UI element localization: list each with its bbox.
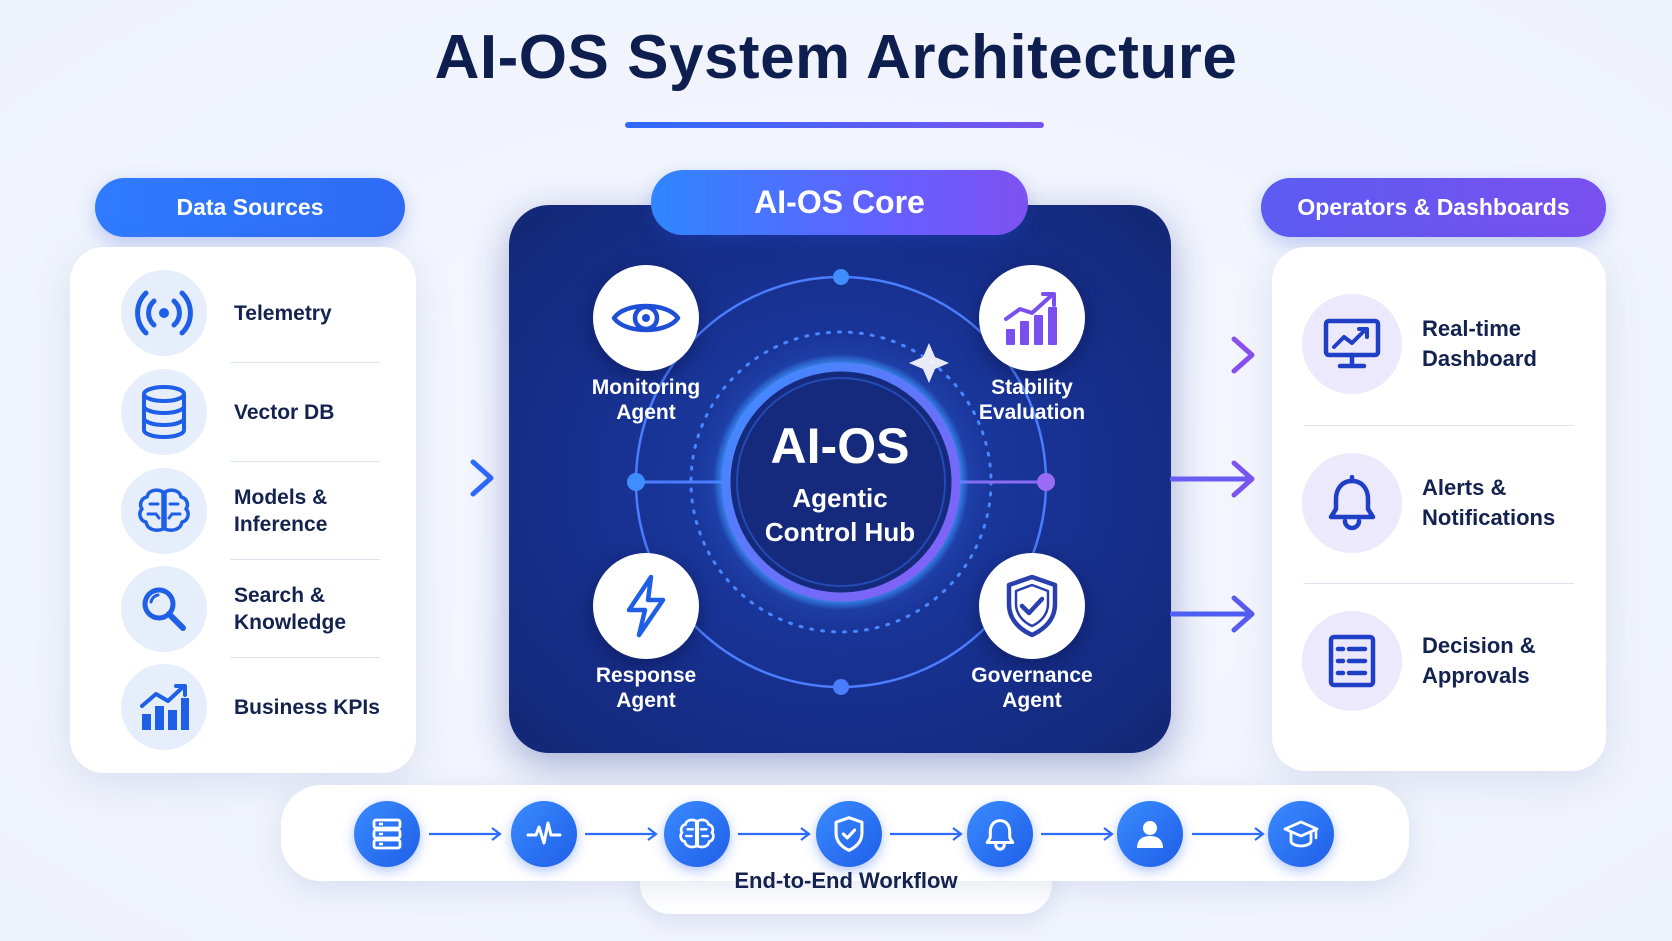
growth-chart-icon <box>1004 292 1057 345</box>
brain-icon <box>679 818 715 849</box>
source-item-kpis[interactable]: Business KPIs <box>70 661 416 751</box>
bell-icon <box>1302 453 1402 553</box>
source-label: Vector DB <box>234 400 335 424</box>
operator-label: Decision & Approvals <box>1422 633 1536 688</box>
arrow-right-icon <box>1170 336 1255 374</box>
lightning-icon <box>626 574 666 638</box>
graduation-cap-icon <box>1283 820 1319 848</box>
shield-check-icon <box>834 816 864 852</box>
arrow-right-icon <box>585 827 658 841</box>
divider <box>230 559 380 560</box>
operator-item-alerts[interactable]: Alerts & Notifications <box>1272 453 1606 553</box>
workflow-step-bell[interactable] <box>967 801 1033 867</box>
governance-agent-node[interactable] <box>979 553 1085 659</box>
divider <box>1304 583 1574 584</box>
source-label: Business KPIs <box>234 695 380 719</box>
monitoring-agent-node[interactable] <box>593 265 699 371</box>
page-title: AI-OS System Architecture <box>434 23 1238 92</box>
monitor-chart-icon <box>1302 294 1402 394</box>
operators-card: Real-time Dashboard Alerts & Notificatio… <box>1272 247 1606 771</box>
database-icon <box>121 369 207 455</box>
workflow-label: End-to-End Workflow <box>734 868 958 893</box>
arrow-right-icon <box>890 827 963 841</box>
workflow-step-shield[interactable] <box>816 801 882 867</box>
governance-agent-label: Governance Agent <box>971 664 1093 712</box>
data-sources-card: Telemetry Vector DB Models & Inference <box>70 247 416 773</box>
workflow-step-brain[interactable] <box>664 801 730 867</box>
user-icon <box>1137 821 1163 848</box>
hub-title: AI-OS <box>770 418 910 474</box>
workflow-step-learn[interactable] <box>1268 801 1334 867</box>
divider <box>230 362 380 363</box>
arrow-right-icon <box>1170 460 1255 498</box>
workflow-step-pulse[interactable] <box>511 801 577 867</box>
hub-subtitle-line-1: Agentic <box>792 483 888 513</box>
response-agent-label: Response Agent <box>595 664 697 712</box>
eye-icon <box>611 303 681 333</box>
stability-evaluation-node[interactable] <box>979 265 1085 371</box>
source-label: Models & Inference <box>234 486 328 536</box>
arrow-right-icon <box>1192 827 1265 841</box>
arrow-right-icon <box>429 827 502 841</box>
divider <box>230 461 380 462</box>
arrow-right-icon <box>415 459 494 497</box>
broadcast-signal-icon <box>121 270 207 356</box>
source-item-telemetry[interactable]: Telemetry <box>70 267 416 357</box>
operator-item-dashboard[interactable]: Real-time Dashboard <box>1272 294 1606 394</box>
response-agent-node[interactable] <box>593 553 699 659</box>
pulse-icon <box>526 821 562 845</box>
divider <box>1304 425 1574 426</box>
source-label: Search & Knowledge <box>234 584 347 634</box>
server-icon <box>372 818 402 850</box>
divider <box>230 657 380 658</box>
operator-label: Real-time Dashboard <box>1422 316 1537 371</box>
workflow-step-user[interactable] <box>1117 801 1183 867</box>
arrow-right-icon <box>738 827 811 841</box>
source-item-vector-db[interactable]: Vector DB <box>70 366 416 456</box>
magnifier-icon <box>121 566 207 652</box>
arrow-right-icon <box>1170 595 1255 633</box>
arrow-right-icon <box>1041 827 1114 841</box>
bar-chart-trend-icon <box>121 664 207 750</box>
core-header: AI-OS Core <box>651 170 1028 235</box>
brain-icon <box>121 468 207 554</box>
source-label: Telemetry <box>234 301 332 325</box>
checklist-icon <box>1302 611 1402 711</box>
data-sources-header: Data Sources <box>95 178 405 237</box>
orbit-graphic <box>627 269 1055 695</box>
monitoring-agent-label: Monitoring Agent <box>591 376 701 424</box>
bell-icon <box>985 819 1015 851</box>
workflow-step-server[interactable] <box>354 801 420 867</box>
operator-item-decisions[interactable]: Decision & Approvals <box>1272 611 1606 711</box>
core-panel: AI-OS Agentic Control Hub Monitoring Age… <box>509 205 1171 753</box>
title-underline <box>625 122 1044 128</box>
source-item-search[interactable]: Search & Knowledge <box>70 563 416 653</box>
hub-subtitle-line-2: Control Hub <box>764 517 916 547</box>
shield-check-icon <box>1006 574 1058 638</box>
source-item-models[interactable]: Models & Inference <box>70 465 416 555</box>
operator-label: Alerts & Notifications <box>1422 475 1556 530</box>
stability-evaluation-label: Stability Evaluation <box>978 376 1086 424</box>
operators-header: Operators & Dashboards <box>1261 178 1606 237</box>
